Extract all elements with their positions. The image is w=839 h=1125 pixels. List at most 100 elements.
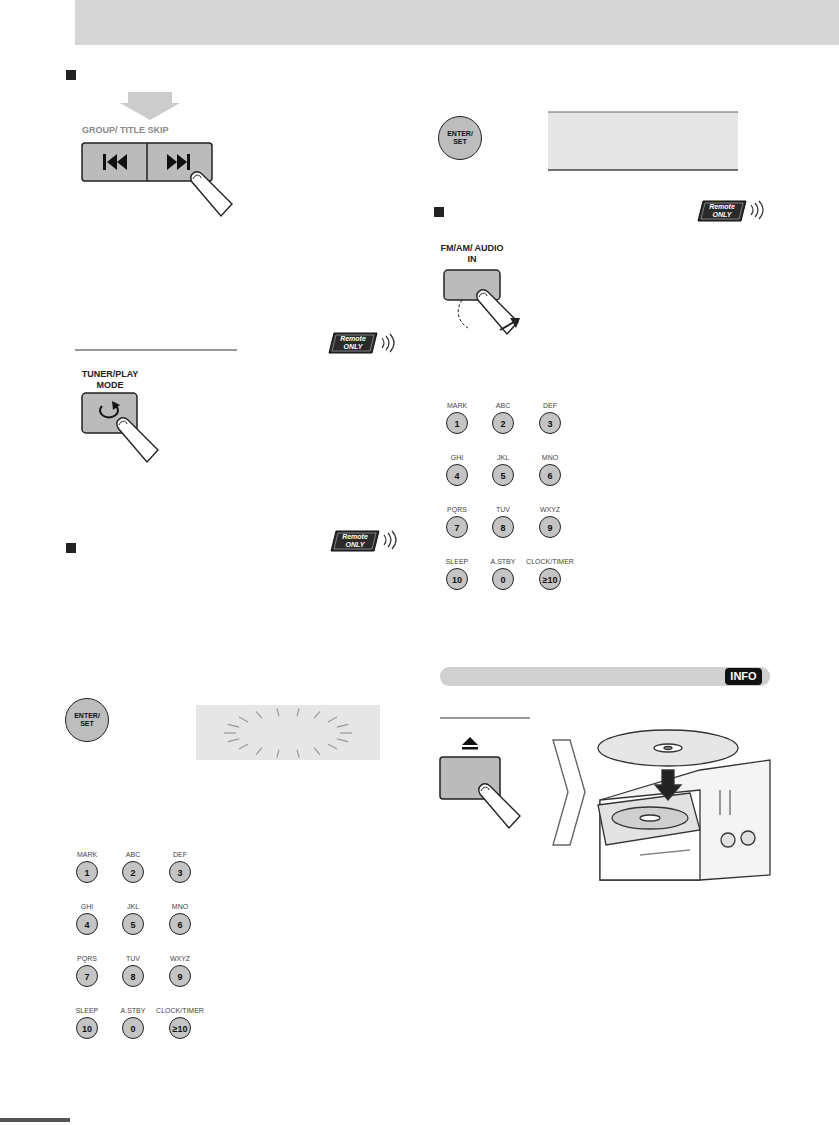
pressing-finger [477,290,518,334]
key-number: 10 [452,575,462,585]
key-button: 6 [169,913,191,935]
keypad-key: SLEEP 10 [429,557,485,590]
key-button: 4 [76,913,98,935]
button-label: ENTER/ SET [445,130,475,146]
key-button: 10 [446,568,468,590]
key-number: 8 [500,523,505,533]
info-text: INFO [730,670,756,683]
keypad-key: ABC 2 [105,850,161,883]
section-marker [434,207,444,217]
key-number: 6 [547,471,552,481]
pressing-finger [479,784,520,828]
key-label: MARK [59,850,115,859]
keypad-key: WXYZ 9 [152,954,208,987]
section-marker [66,70,76,80]
button-name: FM/AM/ AUDIO IN [440,243,504,265]
key-number: 9 [547,523,552,533]
key-label: TUV [475,505,531,514]
keypad-key: GHI4 [59,902,115,935]
remote-only-badge: Remote ONLY [328,332,378,354]
key-number: ≥10 [173,1024,188,1034]
display-window [548,112,738,170]
enter-button: ENTER/ SET [65,698,109,742]
keypad-key: MNO 6 [152,902,208,935]
key-button: 10 [76,1017,98,1039]
key-number: 7 [84,972,89,982]
keypad-key: DEF 3 [522,401,578,434]
key-number: 5 [500,471,505,481]
keypad-key: PQRS7 [429,505,485,538]
key-button: 8 [122,965,144,987]
keypad-key: MARK1 [429,401,485,434]
key-number: 1 [454,419,459,429]
keypad-key: PQRS 7 [59,954,115,987]
cd-player [598,730,770,880]
key-label: WXYZ [152,954,208,963]
keypad-key: JKL 5 [475,453,531,486]
remote-only-badge: Remote ONLY [330,530,380,552]
key-number: 2 [130,868,135,878]
heading-rule [75,350,237,351]
header-bar [75,0,839,45]
info-badge: INFO [725,668,762,685]
key-button: 1 [446,412,468,434]
key-label: ABC [475,401,531,410]
key-label: SLEEP [429,557,485,566]
blink-marks [224,708,352,757]
pressing-finger [117,418,158,462]
key-label: CLOCK/TIMER [152,1006,208,1015]
key-label: MNO [522,453,578,462]
keypad-key: A.STBY0 [105,1006,161,1039]
key-label: SLEEP [59,1006,115,1015]
key-number: 3 [177,868,182,878]
remote-only-badge: Remote ONLY [697,200,747,222]
key-button: 5 [122,913,144,935]
key-number: 9 [177,972,182,982]
button-label: ENTER/ SET [72,712,102,728]
key-number: 4 [84,920,89,930]
heading-rule [440,718,530,719]
keypad-key: CLOCK/TIMER ≥10 [152,1006,208,1039]
key-button: 6 [539,464,561,486]
button-name: TUNER/PLAY MODE [76,369,144,391]
keypad-key: TUV 8 [105,954,161,987]
key-button: ≥10 [169,1017,191,1039]
keypad-key: CLOCK/TIMER ≥10 [522,557,578,590]
key-button: ≥10 [539,568,561,590]
key-button: 9 [539,516,561,538]
key-button: 4 [446,464,468,486]
keypad-key: WXYZ 9 [522,505,578,538]
key-label: A.STBY [475,557,531,566]
result-arrow [553,740,585,845]
key-button: 0 [122,1017,144,1039]
key-button: 2 [122,861,144,883]
enter-button: ENTER/ SET [438,116,482,160]
key-label: WXYZ [522,505,578,514]
key-number: 0 [130,1024,135,1034]
key-number: 3 [547,419,552,429]
key-number: 7 [454,523,459,533]
key-button: 7 [446,516,468,538]
repeat-press-arrow [458,300,520,330]
key-number: 5 [130,920,135,930]
key-label: MNO [152,902,208,911]
press-arrow [120,92,180,120]
keypad-key: DEF3 [152,850,208,883]
key-label: GHI [429,453,485,462]
key-label: ABC [105,850,161,859]
pressing-finger [191,172,232,216]
key-label: DEF [522,401,578,410]
keypad-key: TUV 8 [475,505,531,538]
key-label: JKL [475,453,531,462]
key-button: 9 [169,965,191,987]
badge-text: Remote ONLY [340,533,370,549]
key-number: 10 [82,1024,92,1034]
key-label: CLOCK/TIMER [522,557,578,566]
key-label: PQRS [59,954,115,963]
keypad-key: GHI 4 [429,453,485,486]
info-bar [440,667,770,686]
key-label: TUV [105,954,161,963]
key-button: 8 [492,516,514,538]
